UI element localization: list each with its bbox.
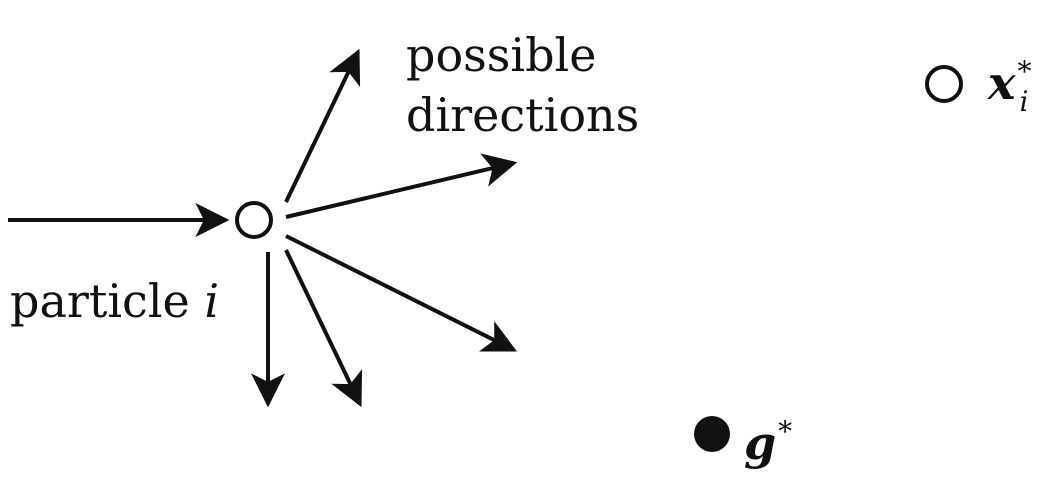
personal-best-marker — [925, 65, 963, 103]
direction-arrow-down-right — [284, 249, 363, 408]
particle-circle — [235, 201, 273, 239]
possible-directions-line1: possible — [406, 28, 597, 82]
possible-directions-line2: directions — [406, 88, 640, 142]
direction-arrow-up-right — [284, 48, 361, 203]
personal-best-symbol: x — [988, 56, 1016, 110]
global-best-sup: * — [778, 415, 793, 448]
global-best-symbol: g — [744, 416, 777, 470]
direction-arrow-right-upper — [285, 153, 518, 219]
personal-best-sub: i — [1019, 85, 1029, 118]
possible-directions-label: possible directions — [406, 32, 639, 138]
personal-best-label: x*i — [988, 58, 1031, 116]
direction-arrow-right-lower — [285, 234, 518, 352]
particle-index: i — [204, 274, 220, 328]
particle-label-text: particle — [10, 274, 190, 328]
particle-label: particle i — [10, 278, 219, 324]
global-best-marker — [694, 416, 730, 452]
personal-best-sup: * — [1017, 55, 1032, 88]
global-best-label: g* — [744, 418, 792, 467]
